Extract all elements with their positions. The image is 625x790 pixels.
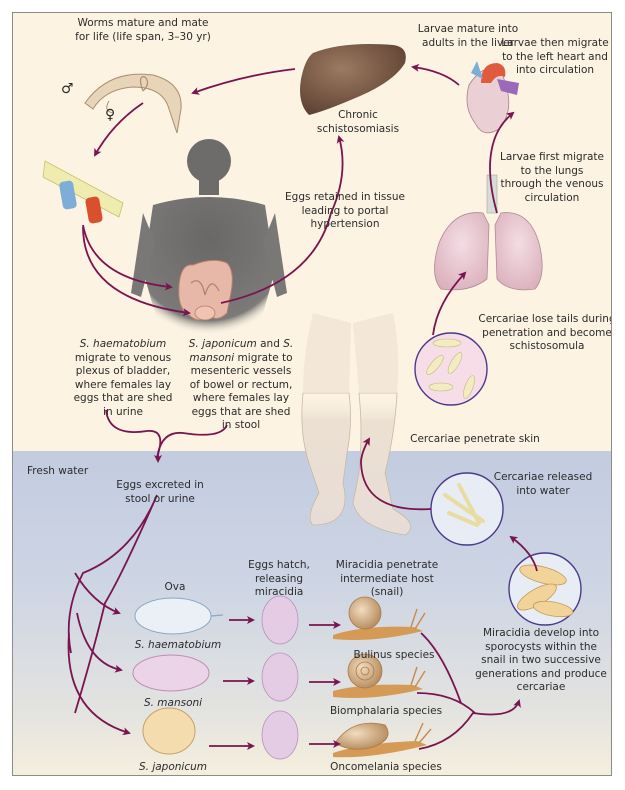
species-haematobium: S. haematobium xyxy=(79,338,167,350)
arrow-sporocysts-to-cercariae xyxy=(509,535,538,572)
label-miracidia-penetrate: Miracidia penetrate intermediate host (s… xyxy=(335,559,439,598)
arrow-snails-to-sporocysts xyxy=(416,632,519,750)
legs xyxy=(301,313,412,536)
male-symbol: ♂ xyxy=(61,81,74,97)
label-eggs-excreted: Eggs excreted in stool or urine xyxy=(116,479,204,505)
label-eggs-hatch: Eggs hatch, releasing miracidia xyxy=(248,559,310,598)
arrow-vessels-to-colon xyxy=(82,224,173,291)
arrow-to-haematobium xyxy=(74,572,121,615)
sporocysts-circle xyxy=(508,552,582,626)
label-larvae-left-heart: Larvae then migrate to the left heart an… xyxy=(501,37,609,76)
miracidia-row xyxy=(261,595,299,760)
arrow-worms-to-vessels xyxy=(94,102,144,157)
label-worms-mate: Worms mature and mate for life (life spa… xyxy=(75,17,211,43)
heart-illustration xyxy=(466,61,519,134)
arrow-to-mansoni xyxy=(76,612,123,673)
species-mansoni: mansoni xyxy=(189,351,235,364)
label-egg-haematobium: S. haematobium xyxy=(134,639,222,651)
female-symbol: ♀ xyxy=(105,107,116,123)
liver-illustration xyxy=(300,44,406,115)
arrow-vessels-to-bladder xyxy=(82,226,191,317)
blood-vessels-illustration xyxy=(42,160,124,224)
arrow-eggs-retained-to-chronic xyxy=(220,135,345,304)
arrow-heart-to-liver xyxy=(411,63,460,86)
snail-biomphalaria xyxy=(333,653,426,698)
snail-bulinus xyxy=(333,596,426,640)
schistosomula-circle xyxy=(414,332,488,406)
label-cercariae-penetrate: Cercariae penetrate skin xyxy=(410,433,540,445)
arrow-lungs-to-heart xyxy=(489,111,515,214)
label-fresh-water: Fresh water xyxy=(27,465,89,477)
label-eggs-retained: Eggs retained in tissue leading to porta… xyxy=(285,191,405,230)
arrows xyxy=(67,63,538,750)
label-chronic: Chronic schistosomiasis xyxy=(316,109,400,135)
arrow-liver-to-worms xyxy=(191,68,296,95)
arrow-excreted-to-ova xyxy=(67,494,158,714)
worm-pair-illustration xyxy=(84,73,182,134)
cercariae-circle xyxy=(430,472,504,546)
label-cercariae-lose-tails: Cercariae lose tails during penetration … xyxy=(478,313,612,352)
arrow-shed-to-water xyxy=(105,409,228,458)
label-miracidia-develop: Miracidia develop into sporocysts within… xyxy=(475,627,607,693)
colon-illustration xyxy=(178,259,233,321)
snail-oncomelania xyxy=(333,722,432,758)
arrow-cercariae-to-skin xyxy=(360,437,432,511)
arrow-to-japonicum xyxy=(67,632,131,736)
species-japonicum: S. japonicum xyxy=(188,338,257,350)
egg-mansoni xyxy=(132,654,210,692)
egg-haematobium xyxy=(134,597,224,635)
egg-japonicum xyxy=(142,707,196,755)
arrow-schistosomula-to-lungs xyxy=(432,271,467,336)
label-egg-japonicum: S. japonicum xyxy=(138,761,207,773)
label-larvae-mature-liver: Larvae mature into adults in the liver xyxy=(417,23,519,49)
illustration-canvas xyxy=(42,44,582,760)
label-larvae-lungs: Larvae first migrate to the lungs throug… xyxy=(499,151,605,204)
label-ova: Ova xyxy=(164,581,186,593)
label-snail-bulinus: Bulinus species xyxy=(353,649,435,661)
diagram-frame: Worms mature and mate for life (life spa… xyxy=(12,12,612,776)
label-snail-biomphalaria: Biomphalaria species xyxy=(329,705,443,717)
label-snail-oncomelania: Oncomelania species xyxy=(330,761,442,773)
label-cercariae-released: Cercariae released into water xyxy=(493,471,593,497)
label-egg-mansoni: S. mansoni xyxy=(143,697,203,709)
